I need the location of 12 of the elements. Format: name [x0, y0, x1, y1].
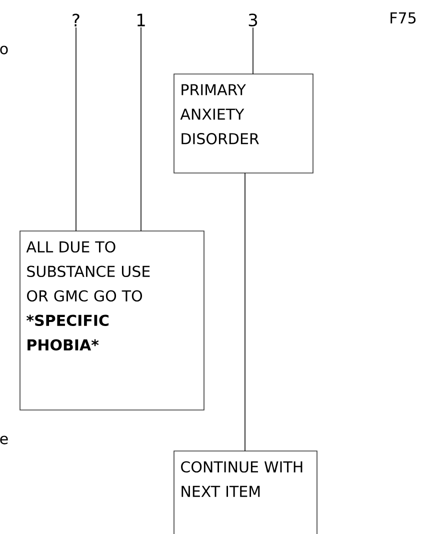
connector-line: [140, 27, 142, 232]
connector-line: [252, 27, 254, 74]
text-label: e: [0, 436, 8, 444]
process-box: CONTINUE WITH NEXT ITEM: [174, 450, 318, 534]
number-label: ?: [72, 14, 80, 26]
process-box: ALL DUE TO SUBSTANCE USE OR GMC GO TO *SPECIFIC PHOBIA*: [20, 230, 204, 410]
connector-line: [244, 172, 246, 452]
number-label: 3: [248, 14, 258, 26]
text-label: o: [0, 46, 8, 54]
number-label: 1: [137, 14, 145, 26]
process-box: PRIMARY ANXIETY DISORDER: [174, 74, 314, 174]
text-label: F75: [390, 12, 416, 24]
